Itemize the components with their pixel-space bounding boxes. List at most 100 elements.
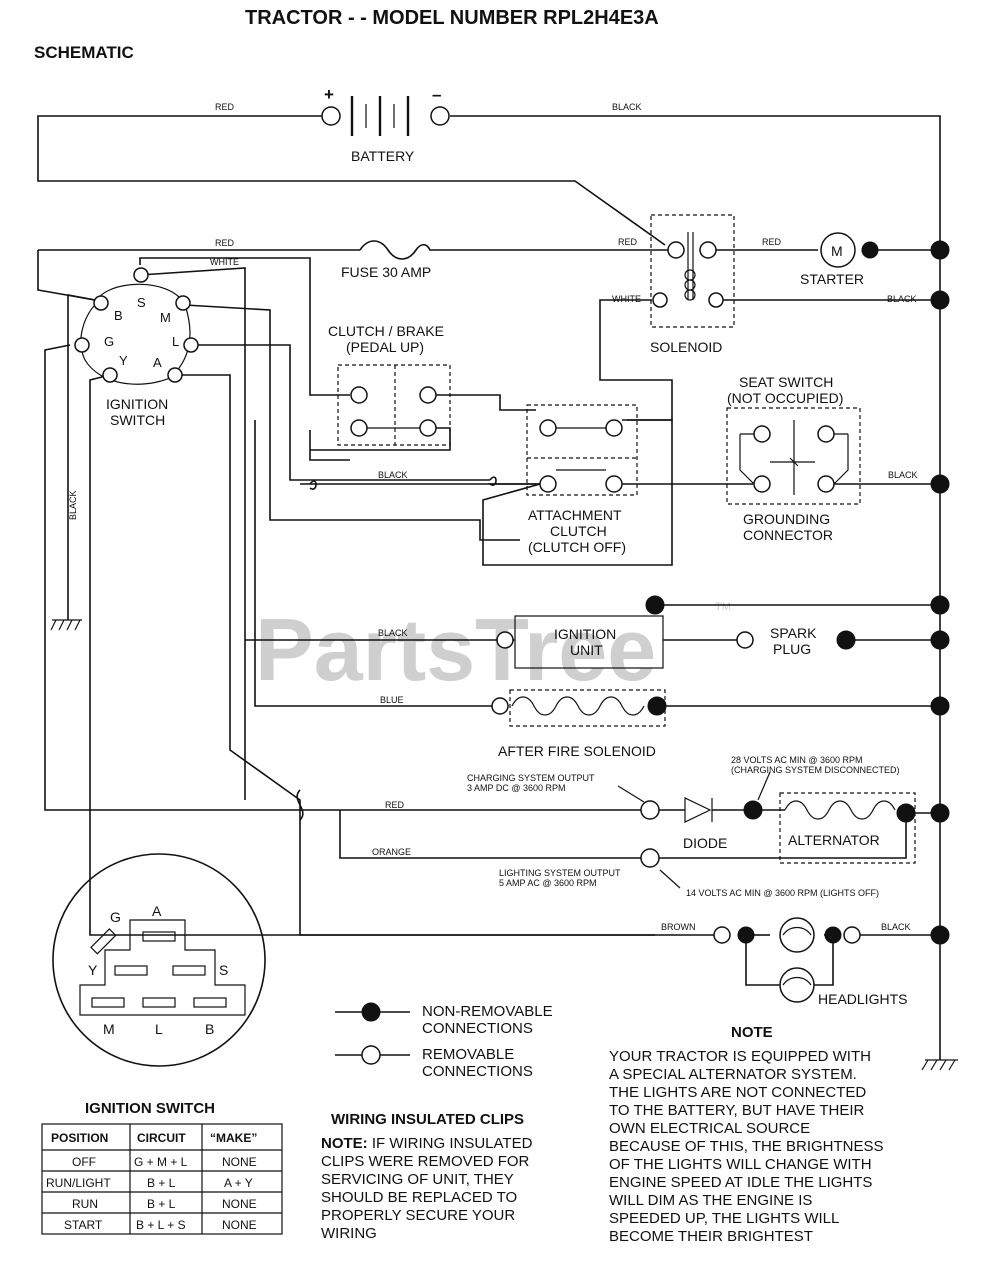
insulated-clips-title: WIRING INSULATED CLIPS [331, 1111, 524, 1128]
wire-label-red-2: RED [215, 238, 235, 248]
pin-m: M [160, 310, 171, 325]
wire-label-black-vertical: BLACK [68, 490, 78, 520]
wire-label-black-4: BLACK [888, 470, 918, 480]
wire-label-red-3: RED [618, 237, 638, 247]
insulated-clips-line-2: SERVICING OF UNIT, THEY [321, 1171, 514, 1188]
page-title: TRACTOR - - MODEL NUMBER RPL2H4E3A [245, 7, 659, 29]
after-fire-solenoid: BLUE AFTER FIRE SOLENOID [254, 420, 950, 759]
table-row-1-circuit: B + L [147, 1176, 176, 1190]
wire-label-white-2: WHITE [612, 294, 641, 304]
face-pin-b: B [205, 1021, 214, 1037]
ignition-table-title: IGNITION SWITCH [85, 1100, 215, 1117]
watermark-tm: TM [715, 601, 731, 613]
table-row-0-make: NONE [222, 1155, 257, 1169]
insulated-clips-note: WIRING INSULATED CLIPS NOTE: IF WIRING I… [321, 1111, 533, 1242]
ignition-switch-schematic: S B M G L Y A IGNITION SWITCH BLACK [44, 257, 655, 936]
note-line-7: ENGINE SPEED AT IDLE THE LIGHTS [609, 1174, 872, 1191]
ignition-unit: BLACK IGNITION UNIT SPARK PLUG [245, 595, 950, 669]
ignition-unit-label-1: IGNITION [554, 626, 616, 642]
battery-minus: – [432, 85, 441, 104]
table-header-position: POSITION [51, 1131, 108, 1145]
pin-l: L [172, 334, 179, 349]
note-line-5: BECAUSE OF THIS, THE BRIGHTNESS [609, 1138, 884, 1155]
legend-removable-1: REMOVABLE [422, 1046, 514, 1063]
table-row-3-make: NONE [222, 1218, 257, 1232]
wire-label-red: RED [215, 102, 235, 112]
insulated-clips-note-label: NOTE: [321, 1135, 368, 1152]
face-pin-l: L [155, 1021, 163, 1037]
battery-plus: + [324, 85, 334, 104]
wire-label-white: WHITE [210, 257, 239, 267]
wire-label-black: BLACK [612, 102, 642, 112]
volts14-label: 14 VOLTS AC MIN @ 3600 RPM (LIGHTS OFF) [686, 888, 879, 898]
starter-label: STARTER [800, 271, 864, 287]
alternator-note: NOTE YOUR TRACTOR IS EQUIPPED WITH A SPE… [609, 1024, 884, 1245]
wire-label-blue: BLUE [380, 695, 404, 705]
schematic-heading: SCHEMATIC [34, 43, 134, 62]
volts28-2: (CHARGING SYSTEM DISCONNECTED) [731, 765, 900, 775]
note-line-0: YOUR TRACTOR IS EQUIPPED WITH [609, 1048, 871, 1065]
wire-label-red-5: RED [385, 800, 405, 810]
wire-label-black-6: BLACK [881, 922, 911, 932]
spark-plug-label-1: SPARK [770, 625, 817, 641]
pin-a: A [153, 355, 162, 370]
lighting-output-1: LIGHTING SYSTEM OUTPUT [499, 868, 621, 878]
fuse-label: FUSE 30 AMP [341, 264, 431, 280]
ignition-unit-label-2: UNIT [570, 642, 603, 658]
legend-nonremovable-1: NON-REMOVABLE [422, 1003, 553, 1020]
table-row-2-make: NONE [222, 1197, 257, 1211]
legend-nonremovable-2: CONNECTIONS [422, 1020, 533, 1037]
face-pin-s: S [219, 962, 228, 978]
note-line-1: A SPECIAL ALTERNATOR SYSTEM. [609, 1066, 857, 1083]
table-row-3-circuit: B + L + S [136, 1218, 186, 1232]
table-row-0-position: OFF [72, 1155, 96, 1169]
note-line-4: OWN ELECTRICAL SOURCE [609, 1120, 810, 1137]
volts28-1: 28 VOLTS AC MIN @ 3600 RPM [731, 755, 863, 765]
face-pin-a: A [152, 903, 162, 919]
pin-y: Y [119, 353, 128, 368]
seat-switch: SEAT SWITCH (NOT OCCUPIED) BLACK GROUNDI… [726, 374, 950, 543]
ignition-connector-face: A G Y S M L B [52, 853, 266, 1067]
clutch-brake-switch: CLUTCH / BRAKE (PEDAL UP) [310, 323, 536, 451]
table-row-2-circuit: B + L [147, 1197, 176, 1211]
note-line-6: OF THE LIGHTS WILL CHANGE WITH [609, 1156, 872, 1173]
insulated-clips-line-1: CLIPS WERE REMOVED FOR [321, 1153, 530, 1170]
clutch-brake-label-1: CLUTCH / BRAKE [328, 323, 444, 339]
note-title: NOTE [731, 1024, 773, 1041]
headlights: BROWN BLACK HEADLIGHTS [299, 855, 950, 1007]
attachment-clutch-label-3: (CLUTCH OFF) [528, 539, 626, 555]
spark-plug-label-2: PLUG [773, 641, 811, 657]
note-line-9: SPEEDED UP, THE LIGHTS WILL [609, 1210, 839, 1227]
insulated-clips-line-3: SHOULD BE REPLACED TO [321, 1189, 517, 1206]
table-row-0-circuit: G + M + L [134, 1155, 188, 1169]
ground-bus [921, 250, 958, 1071]
ignition-switch-label-2: SWITCH [110, 412, 165, 428]
attachment-clutch-label-2: CLUTCH [550, 523, 607, 539]
legend: NON-REMOVABLE CONNECTIONS REMOVABLE CONN… [335, 1002, 553, 1080]
wire-label-black-5: BLACK [378, 628, 408, 638]
insulated-clips-line-5: WIRING [321, 1225, 377, 1242]
pin-g: G [104, 334, 114, 349]
note-line-8: WILL DIM AS THE ENGINE IS [609, 1192, 812, 1209]
grounding-connector-label-2: CONNECTOR [743, 527, 833, 543]
attachment-clutch-label-1: ATTACHMENT [528, 507, 622, 523]
charging-system: RED ORANGE CHARGING SYSTEM OUTPUT 3 AMP … [296, 755, 950, 898]
battery: + – BATTERY RED BLACK [37, 85, 941, 250]
starter-symbol: M [831, 243, 843, 259]
insulated-clips-line-0: IF WIRING INSULATED [368, 1135, 533, 1152]
legend-removable-2: CONNECTIONS [422, 1063, 533, 1080]
diode-label: DIODE [683, 835, 727, 851]
table-row-1-position: RUN/LIGHT [46, 1176, 111, 1190]
grounding-connector-label-1: GROUNDING [743, 511, 830, 527]
note-line-2: THE LIGHTS ARE NOT CONNECTED [609, 1084, 866, 1101]
face-pin-g: G [110, 909, 121, 925]
pin-b: B [114, 308, 123, 323]
insulated-clips-line-4: PROPERLY SECURE YOUR [321, 1207, 515, 1224]
wire-label-red-4: RED [762, 237, 782, 247]
charging-output-2: 3 AMP DC @ 3600 RPM [467, 783, 566, 793]
table-row-2-position: RUN [72, 1197, 98, 1211]
wire-label-brown: BROWN [661, 922, 696, 932]
charging-output-1: CHARGING SYSTEM OUTPUT [467, 773, 595, 783]
seat-switch-label-1: SEAT SWITCH [739, 374, 833, 390]
